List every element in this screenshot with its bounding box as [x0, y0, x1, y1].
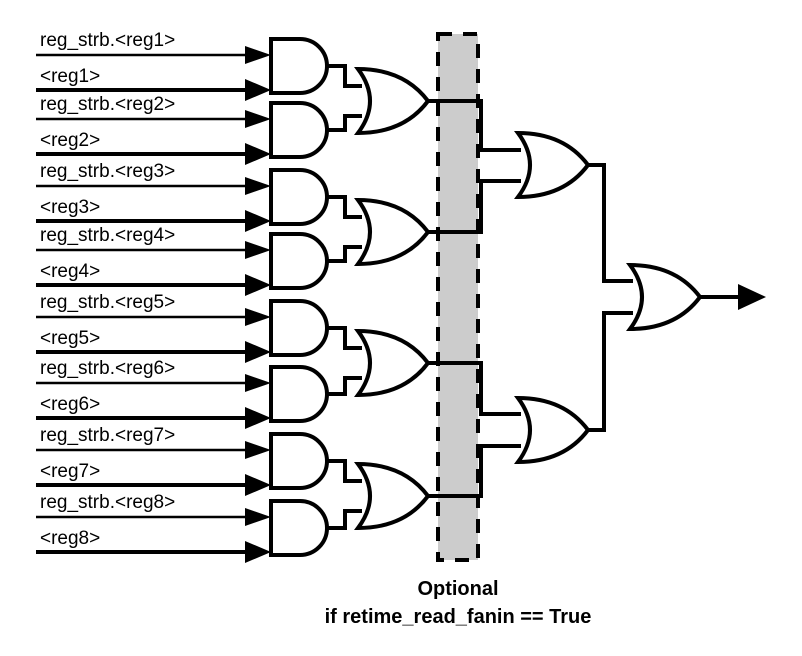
wire-or1-to-or5	[428, 99, 521, 152]
and-gate-6	[269, 365, 329, 423]
input-data-arrow-1	[245, 79, 271, 101]
input-strobe-label-6: reg_strb.<reg6>	[40, 358, 175, 379]
input-strobe-arrow-3	[245, 177, 271, 195]
input-strobe-label-3: reg_strb.<reg3>	[40, 161, 175, 182]
or-gate-stage1-4	[354, 461, 431, 531]
and-gate-1	[269, 37, 329, 95]
input-group-6: reg_strb.<reg6> <reg6>	[36, 358, 271, 429]
input-data-label-7: <reg7>	[40, 461, 100, 482]
or-gate-stage1-2	[354, 197, 431, 267]
input-strobe-arrow-7	[245, 441, 271, 459]
wire-or2-to-or5	[428, 179, 521, 234]
wire-and3-to-or2	[327, 195, 362, 219]
wire-and7-to-or4	[327, 459, 362, 483]
input-data-label-1: <reg1>	[40, 66, 100, 87]
input-strobe-label-4: reg_strb.<reg4>	[40, 225, 175, 246]
and-gate-5	[269, 299, 329, 357]
or-gate-stage2-1	[514, 130, 591, 200]
wire-or5-to-or7	[588, 163, 633, 283]
input-group-1: reg_strb.<reg1> <reg1>	[36, 30, 271, 101]
input-data-label-3: <reg3>	[40, 197, 100, 218]
wire-and1-to-or1	[327, 64, 362, 88]
wire-and5-to-or3	[327, 326, 362, 350]
input-strobe-arrow-5	[245, 308, 271, 326]
and-gate-3	[269, 168, 329, 226]
input-strobe-label-8: reg_strb.<reg8>	[40, 492, 175, 513]
or-gate-stage2-2	[514, 395, 591, 465]
input-data-arrow-4	[245, 274, 271, 296]
input-group-8: reg_strb.<reg8> <reg8>	[36, 492, 271, 563]
input-data-label-5: <reg5>	[40, 328, 100, 349]
input-strobe-label-1: reg_strb.<reg1>	[40, 30, 175, 51]
input-strobe-label-7: reg_strb.<reg7>	[40, 425, 175, 446]
and-gate-4	[269, 232, 329, 290]
input-data-arrow-5	[245, 341, 271, 363]
input-data-arrow-7	[245, 474, 271, 496]
and-gate-7	[269, 432, 329, 490]
wire-and4-to-or2	[327, 245, 362, 263]
input-data-label-2: <reg2>	[40, 130, 100, 151]
optional-caption-line2: if retime_read_fanin == True	[325, 606, 592, 628]
or-gate-stage1-1	[354, 66, 431, 136]
input-strobe-arrow-4	[245, 241, 271, 259]
optional-retime-box	[436, 32, 480, 562]
input-strobe-label-2: reg_strb.<reg2>	[40, 94, 175, 115]
and-gate-2	[269, 101, 329, 159]
wire-and2-to-or1	[327, 114, 362, 132]
wire-or4-to-or6	[428, 444, 521, 498]
input-data-label-8: <reg8>	[40, 528, 100, 549]
input-strobe-arrow-2	[245, 110, 271, 128]
input-data-label-4: <reg4>	[40, 261, 100, 282]
or-gate-output	[626, 262, 703, 332]
input-group-7: reg_strb.<reg7> <reg7>	[36, 425, 271, 496]
wire-or6-to-or7	[588, 311, 633, 432]
input-group-2: reg_strb.<reg2> <reg2>	[36, 94, 271, 165]
input-group-3: reg_strb.<reg3> <reg3>	[36, 161, 271, 232]
output-arrow	[738, 284, 766, 310]
input-strobe-label-5: reg_strb.<reg5>	[40, 292, 175, 313]
optional-caption-line1: Optional	[417, 578, 498, 600]
input-data-label-6: <reg6>	[40, 394, 100, 415]
input-data-arrow-3	[245, 210, 271, 232]
input-strobe-arrow-1	[245, 46, 271, 64]
or-gate-stage1-3	[354, 328, 431, 398]
input-data-arrow-6	[245, 407, 271, 429]
wire-and8-to-or4	[327, 509, 362, 530]
input-strobe-arrow-8	[245, 508, 271, 526]
and-gate-8	[269, 499, 329, 557]
input-strobe-arrow-6	[245, 374, 271, 392]
input-data-arrow-2	[245, 143, 271, 165]
wire-and6-to-or3	[327, 376, 362, 396]
input-group-5: reg_strb.<reg5> <reg5>	[36, 292, 271, 363]
wire-or3-to-or6	[428, 361, 521, 416]
input-data-arrow-8	[245, 541, 271, 563]
input-group-4: reg_strb.<reg4> <reg4>	[36, 225, 271, 296]
